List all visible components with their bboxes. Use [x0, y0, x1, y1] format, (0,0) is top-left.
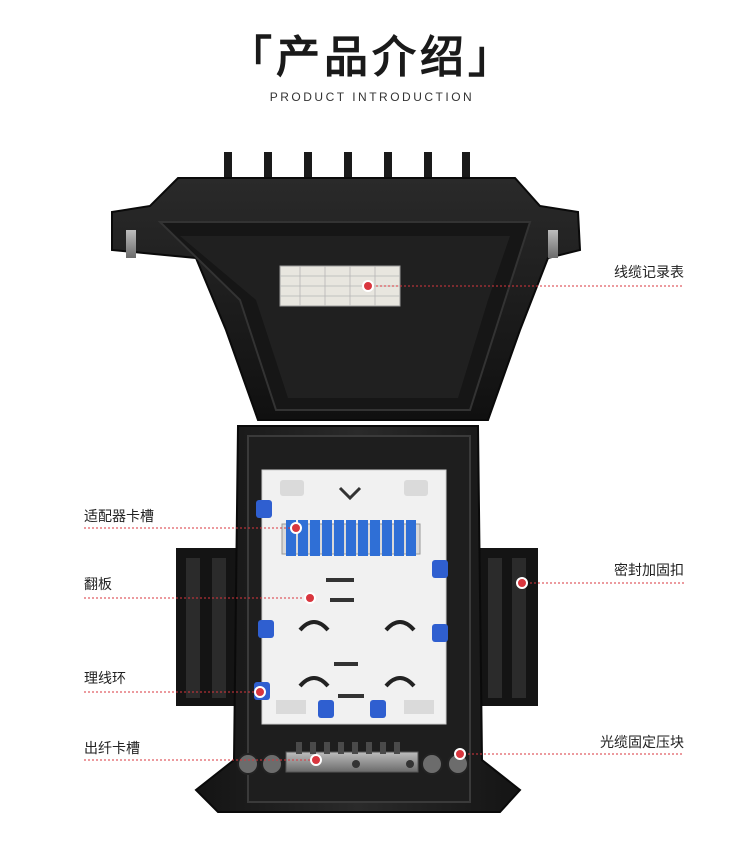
callout-markers [254, 280, 528, 766]
label-seal-reinforcement-buckle: 密封加固扣 [614, 563, 684, 579]
label-cable-ring: 理线环 [84, 671, 126, 687]
lid-ribs [224, 152, 470, 184]
left-seal-strip [176, 548, 240, 706]
flip-plate [261, 469, 447, 725]
header: 「产品介绍」 PRODUCT INTRODUCTION [0, 28, 744, 104]
right-seal-strip [478, 548, 538, 706]
page-subtitle: PRODUCT INTRODUCTION [269, 90, 475, 104]
label-fiber-outlet-slot: 出纤卡槽 [84, 741, 140, 757]
label-cable-clamp-block: 光缆固定压块 [600, 735, 684, 751]
callout-lines [84, 285, 684, 761]
page-title: 「产品介绍」 [228, 32, 516, 83]
label-adapter-slot: 适配器卡槽 [84, 509, 154, 525]
adapter-slot-row [281, 520, 421, 556]
label-cable-record-table: 线缆记录表 [614, 265, 684, 281]
label-flip-plate: 翻板 [84, 577, 112, 593]
